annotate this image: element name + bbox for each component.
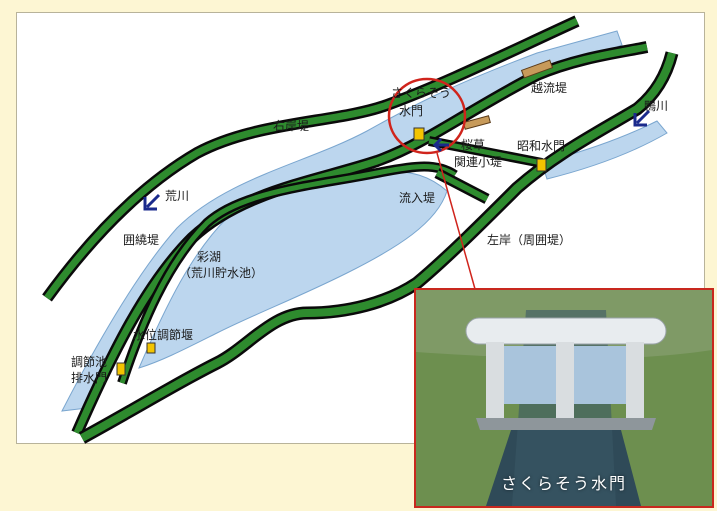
label-showa-gate: 昭和水門 xyxy=(517,139,566,153)
drainage-gate-icon xyxy=(116,362,126,376)
label-reservoir: （荒川貯水池） xyxy=(179,266,264,280)
reservoir-map xyxy=(42,15,679,444)
arakawa-flow-arrow-icon xyxy=(143,193,161,211)
gate-photo-illustration xyxy=(416,290,712,506)
label-drainage-gate-2: 排水門 xyxy=(71,371,108,385)
sakurasou-highlight-circle xyxy=(387,77,467,155)
kamo-flow-arrow-icon xyxy=(633,109,651,127)
label-sakurasou-2: 水門 xyxy=(399,104,424,118)
label-left-bank: 左岸（周囲堤） xyxy=(487,233,572,247)
label-saiko: 彩湖 xyxy=(197,250,222,264)
label-right-bank: 右岸堤 xyxy=(273,119,310,133)
label-sakurakusa-2: 関連小堤 xyxy=(454,155,503,169)
sakurakusa-flow-arrow-icon xyxy=(432,137,449,153)
callout-line xyxy=(436,152,476,290)
label-overflow-levee: 越流堤 xyxy=(531,81,568,95)
label-inflow-levee: 流入堤 xyxy=(399,191,436,205)
showa-gate-icon xyxy=(536,158,547,172)
overflow-levee xyxy=(520,59,554,79)
label-kamo-river: 鴨川 xyxy=(644,99,669,113)
label-enclosing-levee: 囲繞堤 xyxy=(123,233,160,247)
kamo-river xyxy=(541,120,668,180)
label-drainage-gate-1: 調節池 xyxy=(71,355,108,369)
label-sakurakusa-1: 桜草 xyxy=(461,138,486,152)
label-arakawa: 荒川 xyxy=(165,189,190,203)
sakurasou-gate-photo: さくらそう水門 xyxy=(414,288,714,508)
label-sakurasou-1: さくらそう xyxy=(391,86,452,100)
sakurasou-gate-icon xyxy=(413,127,425,141)
water-level-weir-icon xyxy=(146,342,156,354)
photo-caption: さくらそう水門 xyxy=(500,474,627,493)
label-water-level-weir: 水位調節堰 xyxy=(133,328,194,342)
map-panel: 右岸堤 荒川 囲繞堤 彩湖 （荒川貯水池） 水位調節堰 調節池 排水門 さくらそ… xyxy=(16,12,705,444)
